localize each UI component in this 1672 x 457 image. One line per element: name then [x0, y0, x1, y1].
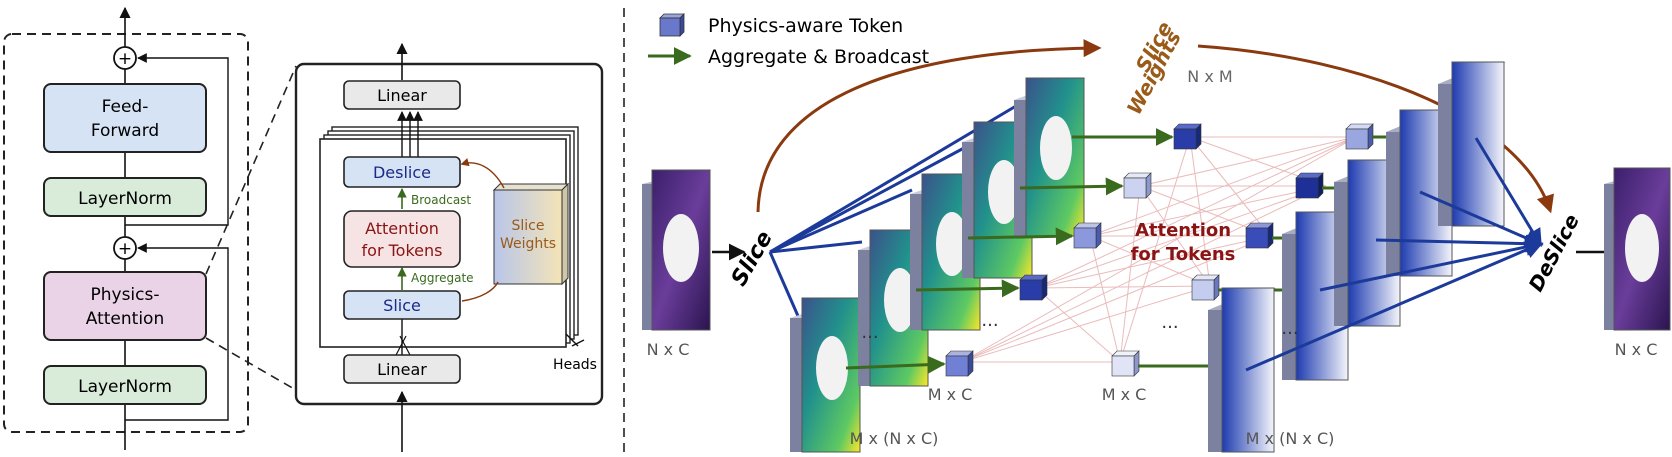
attention-for-tokens-box: Attention for Tokens: [343, 210, 461, 268]
token-left-4: [1123, 172, 1152, 199]
physics-attention-label-1: Physics-: [90, 285, 159, 305]
svg-text:Weights: Weights: [500, 236, 556, 252]
svg-text:Slice: Slice: [383, 296, 421, 315]
residual-add-bottom: +: [113, 236, 137, 260]
dots-left: ...: [861, 322, 878, 343]
zoom-line-bottom: [205, 337, 297, 391]
broadcast-label: Broadcast: [411, 193, 471, 207]
output-mesh-panel: [1604, 167, 1671, 331]
feed-forward-label-1: Feed-: [102, 97, 149, 117]
feed-forward-label-2: Forward: [91, 121, 159, 141]
slice-box: Slice: [343, 290, 461, 320]
token-left-3: [1073, 222, 1102, 249]
feed-forward-box: Feed- Forward: [43, 83, 207, 153]
physics-attention-box: Physics- Attention: [43, 271, 207, 341]
svg-text:for Tokens: for Tokens: [362, 241, 443, 260]
legend-token-label: Physics-aware Token: [708, 15, 903, 37]
deslice-box: Deslice: [343, 156, 461, 188]
legend: Physics-aware Token Aggregate & Broadcas…: [648, 13, 929, 68]
mxc-left-label: M x C: [928, 385, 973, 404]
token-left-5: [1173, 123, 1202, 150]
attention-detail-panel: Heads Linear Deslice Broadcast Attention…: [294, 42, 604, 452]
aggregate-arrows: [845, 128, 1174, 374]
layernorm-top-box: LayerNorm: [43, 177, 207, 217]
legend-arrow-label: Aggregate & Broadcast: [708, 46, 929, 68]
token-left-2: [1019, 274, 1048, 301]
deslice-converge-lines: [1245, 137, 1544, 372]
mx-nxc-left-label: M x (N x C): [850, 429, 939, 448]
svg-text:Slice: Slice: [512, 218, 545, 234]
broadcast-panel-1: [1208, 287, 1276, 453]
mx-nxc-right-label: M x (N x C): [1246, 429, 1335, 448]
svg-text:+: +: [118, 49, 132, 69]
token-right-2: [1191, 274, 1220, 301]
pipeline-attention-1: Attention: [1135, 220, 1231, 241]
svg-text:Linear: Linear: [377, 86, 427, 105]
zoom-line-top: [205, 65, 297, 275]
svg-text:Deslice: Deslice: [373, 163, 431, 182]
svg-text:+: +: [118, 239, 132, 259]
broadcast-panel-5: [1438, 61, 1506, 227]
linear-top-box: Linear: [343, 80, 461, 110]
mxc-right-label: M x C: [1102, 385, 1147, 404]
aggregate-label: Aggregate: [411, 271, 474, 285]
nxc-left-label: N x C: [647, 340, 690, 359]
svg-text:Attention: Attention: [365, 219, 439, 238]
token-right-5: [1345, 123, 1374, 150]
token-right-1: [1111, 350, 1140, 377]
nxc-right-label: N x C: [1615, 340, 1658, 359]
transformer-block-frame: [3, 33, 249, 433]
input-mesh-panel: [642, 169, 712, 331]
dots-mid-left: ...: [981, 310, 998, 331]
token-right-3: [1245, 222, 1274, 249]
slice-weights-block: Slice Weights: [492, 182, 570, 286]
dots-mid-right: ...: [1161, 312, 1178, 333]
linear-bottom-box: Linear: [343, 354, 461, 384]
slice-op-label: Slice: [727, 227, 778, 291]
physics-attention-label-2: Attention: [86, 309, 164, 329]
deslice-op-label: DeSlice: [1524, 210, 1584, 295]
pipeline-attention-2: for Tokens: [1131, 244, 1236, 265]
nxm-label: N x M: [1187, 67, 1232, 86]
token-right-4: [1295, 172, 1324, 199]
token-icon: [659, 13, 685, 37]
svg-text:Linear: Linear: [377, 360, 427, 379]
residual-add-top: +: [113, 46, 137, 70]
layernorm-top-label: LayerNorm: [78, 189, 172, 209]
dots-right: ...: [1281, 318, 1298, 339]
slice-weights-arc-left: [756, 39, 1102, 213]
feature-panel-5: [1014, 77, 1086, 237]
slice-weights-arc-right: [1197, 44, 1554, 214]
token-left-1: [945, 350, 974, 377]
attention-web: [961, 136, 1357, 363]
heads-label: Heads: [553, 357, 597, 373]
transformer-block: Feed- Forward LayerNorm Physics- Attenti…: [3, 6, 249, 450]
layernorm-bottom-box: LayerNorm: [43, 365, 207, 405]
layernorm-bottom-label: LayerNorm: [78, 377, 172, 397]
feature-panel-1: [790, 297, 862, 453]
